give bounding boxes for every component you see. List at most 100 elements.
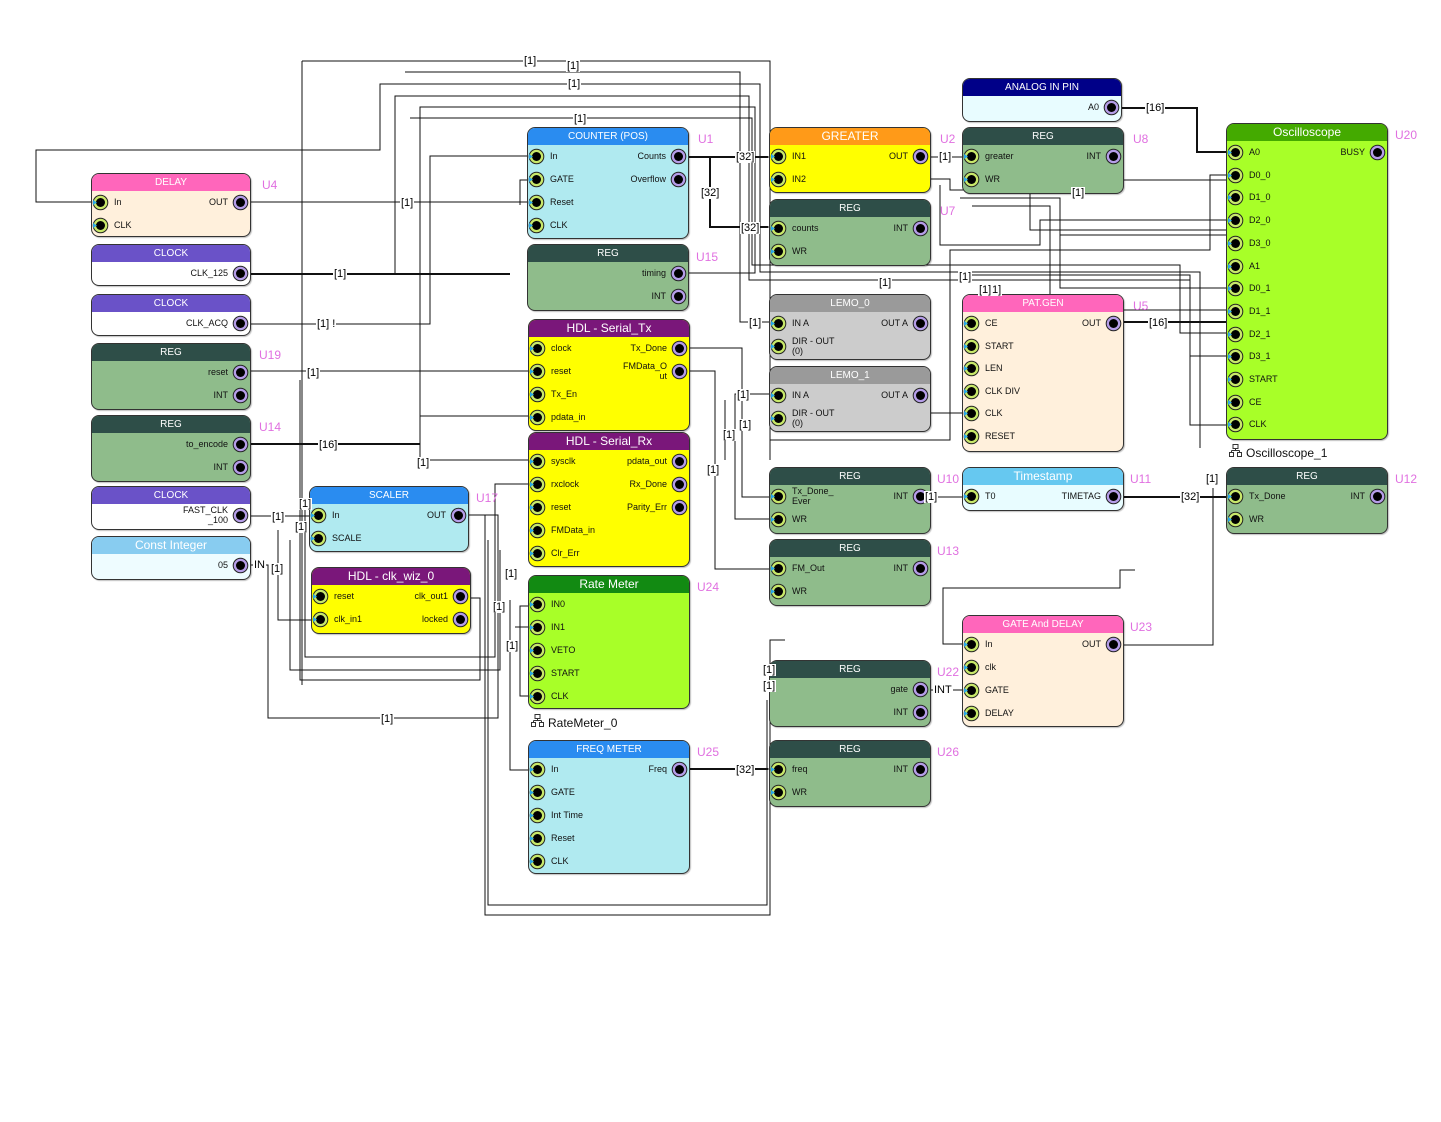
input-port-reset[interactable] [529,363,546,380]
input-port-dir-out-0[interactable] [770,338,787,355]
output-port-overflow[interactable] [670,171,687,188]
output-port-fmdata-o-ut[interactable] [671,363,688,380]
block-reg-u19[interactable]: REG [91,343,251,410]
input-port-d3-0[interactable] [1227,235,1244,252]
output-port-fast-clk-100[interactable] [232,507,249,524]
input-port-clock[interactable] [529,340,546,357]
input-port-gate[interactable] [528,171,545,188]
input-port-clk[interactable] [528,217,545,234]
input-port-tx-done[interactable] [1227,488,1244,505]
input-port-clk[interactable] [529,688,546,705]
block-reg-u26[interactable]: REG [769,740,931,807]
input-port-pdata-in[interactable] [529,409,546,426]
input-port-counts[interactable] [770,220,787,237]
block-reg-u13[interactable]: REG [769,539,931,606]
input-port-wr[interactable] [1227,511,1244,528]
input-port-clk-div[interactable] [963,383,980,400]
input-port-a0[interactable] [1227,144,1244,161]
output-port-out-a[interactable] [912,315,929,332]
input-port-d2-0[interactable] [1227,212,1244,229]
output-port-clk-acq[interactable] [232,315,249,332]
input-port-veto[interactable] [529,642,546,659]
input-port-d2-1[interactable] [1227,326,1244,343]
output-port-tx-done[interactable] [671,340,688,357]
input-port-in1[interactable] [529,619,546,636]
input-port-reset[interactable] [312,588,329,605]
block-reg-u14[interactable]: REG [91,415,251,482]
input-port-in[interactable] [310,507,327,524]
input-port-gate[interactable] [963,682,980,699]
output-port-timing[interactable] [670,265,687,282]
block-reg-u22[interactable]: REG [769,660,931,727]
block-freqmeter[interactable]: FREQ METER [528,740,690,874]
block-clock125[interactable]: CLOCK [91,244,251,286]
block-osc[interactable]: Oscilloscope [1226,123,1388,440]
block-analog[interactable]: ANALOG IN PIN [962,78,1122,122]
block-lemo0[interactable]: LEMO_0 [769,294,931,360]
input-port-in[interactable] [528,148,545,165]
output-port-int[interactable] [912,220,929,237]
input-port-tx-done-ever[interactable] [770,488,787,505]
output-port-clk-125[interactable] [232,265,249,282]
block-const[interactable]: Const Integer [91,536,251,580]
input-port-in[interactable] [963,636,980,653]
output-port-rx-done[interactable] [671,476,688,493]
input-port-scale[interactable] [310,530,327,547]
output-port-busy[interactable] [1369,144,1386,161]
block-greater[interactable]: GREATER [769,127,931,193]
block-timestamp[interactable]: Timestamp [962,467,1124,511]
input-port-wr[interactable] [770,243,787,260]
output-port-out-a[interactable] [912,387,929,404]
input-port-start[interactable] [1227,371,1244,388]
block-reg-u10[interactable]: REG [769,467,931,534]
input-port-d0-0[interactable] [1227,167,1244,184]
output-port-clk-out1[interactable] [452,588,469,605]
input-port-clk[interactable] [92,217,109,234]
input-port-wr[interactable] [770,784,787,801]
input-port-in-a[interactable] [770,387,787,404]
output-port-int[interactable] [912,761,929,778]
input-port-in-a[interactable] [770,315,787,332]
input-port-a1[interactable] [1227,258,1244,275]
input-port-clk[interactable] [963,659,980,676]
input-port-ce[interactable] [1227,394,1244,411]
output-port-out[interactable] [450,507,467,524]
block-reg-u8[interactable]: REG [962,127,1124,194]
block-patgen[interactable]: PAT.GEN [962,294,1124,452]
output-port-int[interactable] [912,704,929,721]
input-port-clr-err[interactable] [529,545,546,562]
output-port-out[interactable] [1105,315,1122,332]
output-port-to-encode[interactable] [232,436,249,453]
block-reg-u12[interactable]: REG [1226,467,1388,534]
input-port-reset[interactable] [529,830,546,847]
input-port-fm-out[interactable] [770,560,787,577]
input-port-in0[interactable] [529,596,546,613]
block-clockfast[interactable]: CLOCK [91,486,251,530]
input-port-clk[interactable] [963,405,980,422]
block-scaler[interactable]: SCALER [309,486,469,552]
input-port-tx-en[interactable] [529,386,546,403]
output-port-int[interactable] [232,459,249,476]
input-port-ce[interactable] [963,315,980,332]
input-port-greater[interactable] [963,148,980,165]
input-port-in2[interactable] [770,171,787,188]
block-serialrx[interactable]: HDL - Serial_Rx [528,432,690,567]
block-serialtx[interactable]: HDL - Serial_Tx [528,319,690,431]
output-port-locked[interactable] [452,611,469,628]
input-port-fmdata-in[interactable] [529,522,546,539]
input-port-rxclock[interactable] [529,476,546,493]
input-port-len[interactable] [963,360,980,377]
output-port-a0[interactable] [1103,99,1120,116]
input-port-wr[interactable] [770,583,787,600]
input-port-t0[interactable] [963,488,980,505]
input-port-gate[interactable] [529,784,546,801]
output-port-int[interactable] [232,387,249,404]
input-port-in[interactable] [92,194,109,211]
block-delay[interactable]: DELAY [91,173,251,237]
input-port-reset[interactable] [963,428,980,445]
input-port-wr[interactable] [963,171,980,188]
output-port-counts[interactable] [670,148,687,165]
input-port-dir-out-0[interactable] [770,410,787,427]
output-port-freq[interactable] [671,761,688,778]
block-clkwiz[interactable]: HDL - clk_wiz_0 [311,567,471,634]
